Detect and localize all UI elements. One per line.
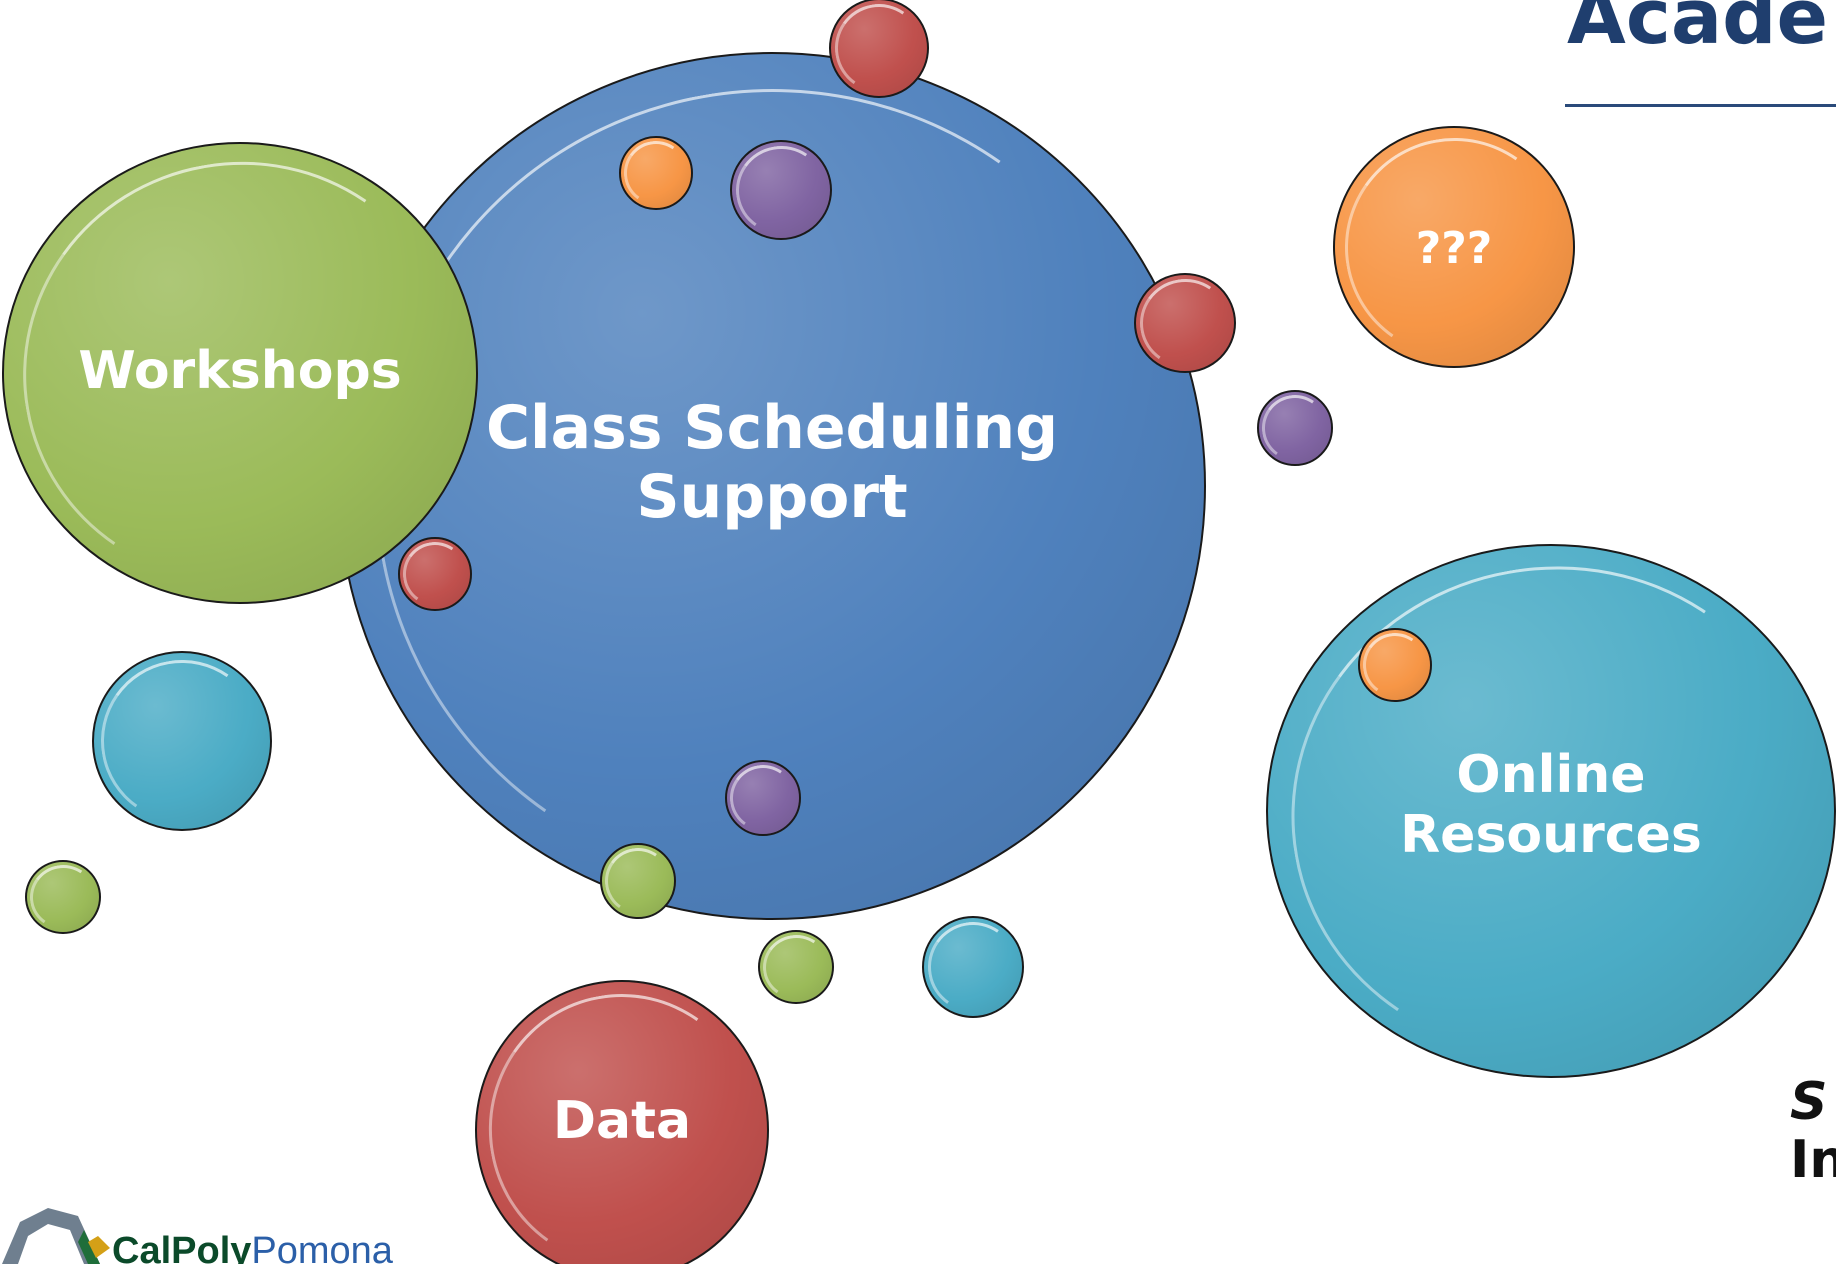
small-bubble-purple — [725, 760, 801, 836]
data-label: Data — [552, 1091, 692, 1151]
unknown-label: ??? — [1415, 223, 1493, 274]
small-bubble-orange — [619, 136, 693, 210]
small-bubble-purple — [1257, 390, 1333, 466]
workshops-label: Workshops — [78, 341, 402, 401]
slide-heading: Acade — [1567, 0, 1829, 61]
online-resources-label-line2: Resources — [1400, 804, 1702, 865]
small-bubble-green — [25, 860, 101, 934]
small-bubble-red — [1134, 273, 1236, 373]
side-text-line1: S — [1790, 1072, 1828, 1132]
logo-text-calpoly: CalPoly — [112, 1230, 252, 1264]
online-resources-label-line1: Online — [1456, 745, 1646, 805]
heading-underline — [1565, 104, 1836, 107]
small-bubble-purple — [730, 140, 832, 240]
logo-mark-icon — [2, 1208, 110, 1264]
class-scheduling-label-line1: Class Scheduling — [485, 393, 1059, 463]
small-bubble-teal — [92, 651, 272, 831]
small-bubble-green — [600, 843, 676, 919]
small-bubble-red — [398, 537, 472, 611]
bubble-data: Data — [475, 980, 769, 1264]
small-bubble-teal — [922, 916, 1024, 1018]
small-bubble-red — [829, 0, 929, 98]
class-scheduling-label-line2: Support — [636, 462, 908, 532]
small-bubble-orange — [1358, 628, 1432, 702]
side-text-line2: In — [1790, 1130, 1836, 1190]
calpoly-pomona-logo: CalPolyPomona — [0, 1202, 420, 1264]
small-bubble-green — [758, 930, 834, 1004]
bubble-unknown: ??? — [1333, 126, 1575, 368]
logo-text-pomona: Pomona — [251, 1230, 393, 1264]
bubble-workshops: Workshops — [2, 142, 478, 604]
bubble-online-resources: Online Resources — [1266, 544, 1836, 1078]
